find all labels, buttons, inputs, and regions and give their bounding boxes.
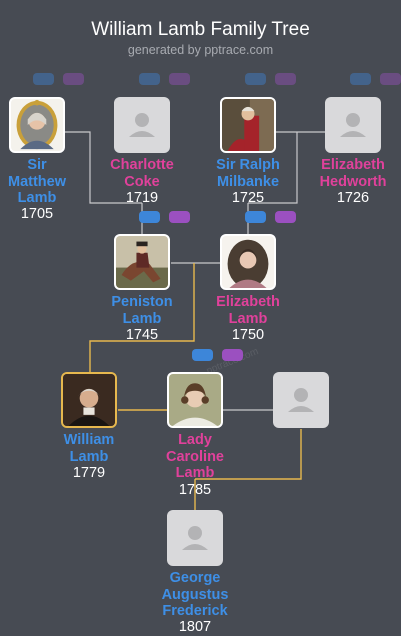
- birth-year-peniston-lamb: 1745: [125, 327, 159, 343]
- name-line: Elizabeth: [321, 157, 385, 173]
- portrait-george-augustus-frederick[interactable]: [167, 510, 223, 566]
- name-line: Lamb: [17, 190, 57, 206]
- person-name-elizabeth-hedworth[interactable]: Elizabeth Hedworth: [298, 157, 401, 190]
- name-line: Coke: [124, 173, 160, 190]
- tree-title: William Lamb Family Tree: [91, 19, 310, 40]
- avatar-placeholder-icon: [182, 526, 208, 550]
- name-line: Lady: [178, 432, 212, 448]
- avatar-placeholder-icon: [129, 113, 155, 137]
- connector-to-william: [89, 263, 195, 372]
- name-line: Milbanke: [216, 173, 280, 190]
- name-line: Sir Ralph: [216, 157, 280, 173]
- name-line: Lamb: [69, 448, 109, 465]
- portrait-image: [63, 374, 115, 426]
- name-line: George: [169, 570, 221, 586]
- show-father-button-elizabeth-hedworth[interactable]: [350, 73, 371, 85]
- name-line: William: [63, 432, 115, 448]
- tree-subtitle: generated by pptrace.com: [127, 43, 274, 57]
- name-line: Lamb: [175, 465, 215, 481]
- show-father-button-ralph[interactable]: [245, 73, 266, 85]
- name-line: Sir: [27, 157, 47, 173]
- show-father-button-caroline[interactable]: [192, 349, 213, 361]
- portrait-image: [11, 99, 63, 151]
- name-line: Caroline: [165, 448, 224, 465]
- person-name-peniston-lamb[interactable]: Peniston Lamb: [87, 294, 197, 327]
- birth-year-william-lamb: 1779: [72, 465, 106, 481]
- connector-matthew-charlotte: [65, 131, 142, 204]
- person-name-charlotte-coke[interactable]: Charlotte Coke: [87, 157, 197, 190]
- portrait-ralph-milbanke[interactable]: [220, 97, 276, 153]
- portrait-william-lamb[interactable]: [61, 372, 117, 428]
- show-mother-button-matthew[interactable]: [63, 73, 84, 85]
- avatar-placeholder-icon: [288, 388, 314, 412]
- person-name-matthew-lamb[interactable]: Sir Matthew Lamb: [0, 157, 92, 207]
- show-mother-button-caroline[interactable]: [222, 349, 243, 361]
- birth-year-charlotte-coke: 1719: [125, 190, 159, 206]
- portrait-image: [116, 236, 168, 288]
- person-name-william-lamb[interactable]: William Lamb: [34, 432, 144, 465]
- person-name-ralph-milbanke[interactable]: Sir Ralph Milbanke: [193, 157, 303, 190]
- show-mother-button-charlotte[interactable]: [169, 73, 190, 85]
- show-mother-button-elizabeth-lamb[interactable]: [275, 211, 296, 223]
- show-father-button-matthew[interactable]: [33, 73, 54, 85]
- portrait-image: [222, 236, 274, 288]
- portrait-unknown-spouse[interactable]: [273, 372, 329, 428]
- show-mother-button-ralph[interactable]: [275, 73, 296, 85]
- portrait-matthew-lamb[interactable]: [9, 97, 65, 153]
- birth-year-ralph-milbanke: 1725: [231, 190, 265, 206]
- connector-ralph-elizabeth-down: [248, 132, 298, 204]
- birth-year-george-augustus-frederick: 1807: [178, 619, 212, 635]
- connector-spouse-down: [195, 429, 302, 480]
- name-line: Lamb: [122, 310, 162, 327]
- person-name-elizabeth-lamb[interactable]: Elizabeth Lamb: [193, 294, 303, 327]
- show-father-button-charlotte[interactable]: [139, 73, 160, 85]
- person-name-caroline-lamb[interactable]: Lady Caroline Lamb: [140, 432, 250, 482]
- portrait-charlotte-coke[interactable]: [114, 97, 170, 153]
- portrait-elizabeth-lamb[interactable]: [220, 234, 276, 290]
- portrait-image: [169, 374, 221, 426]
- birth-year-matthew-lamb: 1705: [20, 206, 54, 222]
- portrait-caroline-lamb[interactable]: [167, 372, 223, 428]
- show-mother-button-elizabeth-hedworth[interactable]: [380, 73, 401, 85]
- show-father-button-peniston[interactable]: [139, 211, 160, 223]
- name-line: Augustus: [161, 586, 229, 603]
- avatar-placeholder-icon: [340, 113, 366, 137]
- portrait-elizabeth-hedworth[interactable]: [325, 97, 381, 153]
- person-name-george-augustus-frederick[interactable]: George Augustus Frederick: [140, 570, 250, 620]
- portrait-peniston-lamb[interactable]: [114, 234, 170, 290]
- birth-year-elizabeth-lamb: 1750: [231, 327, 265, 343]
- portrait-image: [222, 99, 274, 151]
- name-line: Hedworth: [319, 173, 387, 190]
- name-line: Charlotte: [110, 157, 174, 173]
- name-line: Frederick: [162, 603, 228, 619]
- show-mother-button-peniston[interactable]: [169, 211, 190, 223]
- birth-year-elizabeth-hedworth: 1726: [336, 190, 370, 206]
- name-line: Lamb: [228, 310, 268, 327]
- birth-year-caroline-lamb: 1785: [178, 482, 212, 498]
- name-line: Peniston: [111, 294, 173, 310]
- name-line: Elizabeth: [216, 294, 280, 310]
- show-father-button-elizabeth-lamb[interactable]: [245, 211, 266, 223]
- name-line: Matthew: [8, 173, 66, 190]
